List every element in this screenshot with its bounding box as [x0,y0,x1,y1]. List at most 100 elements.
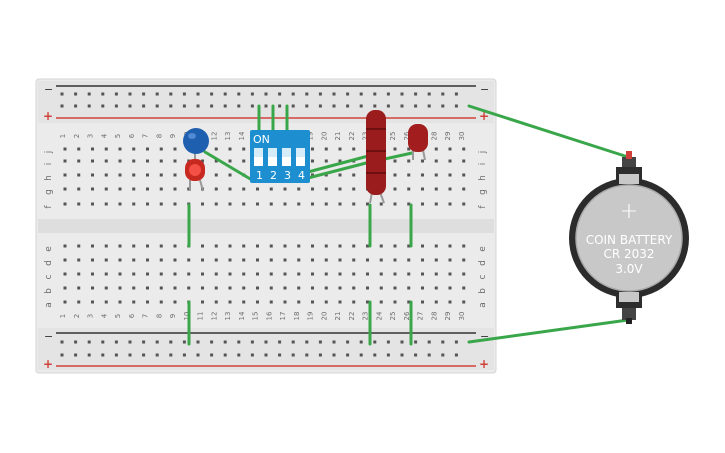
breadboard-hole[interactable] [87,353,91,357]
breadboard-hole[interactable] [77,173,81,177]
breadboard-hole[interactable] [393,173,397,177]
breadboard-hole[interactable] [146,286,149,290]
breadboard-hole[interactable] [63,300,67,304]
breadboard-hole[interactable] [338,187,342,191]
breadboard-hole[interactable] [400,104,404,108]
breadboard-hole[interactable] [454,92,458,96]
breadboard-hole[interactable] [214,258,218,262]
breadboard-hole[interactable] [434,272,438,276]
breadboard-hole[interactable] [352,272,356,276]
wire-rail-to-battery-plus[interactable] [467,104,630,159]
breadboard-hole[interactable] [60,92,64,96]
breadboard-hole[interactable] [173,187,177,191]
breadboard-hole[interactable] [278,353,282,357]
wire-dip-to-resistor-a[interactable] [306,153,374,174]
breadboard-hole[interactable] [332,104,336,108]
breadboard-hole[interactable] [214,286,218,290]
breadboard-hole[interactable] [214,159,218,163]
breadboard-hole[interactable] [324,159,328,163]
breadboard-hole[interactable] [142,353,146,357]
breadboard-hole[interactable] [77,202,81,206]
breadboard-hole[interactable] [228,159,232,163]
breadboard-hole[interactable] [264,353,268,357]
breadboard-hole[interactable] [407,159,411,163]
breadboard-hole[interactable] [305,353,309,357]
breadboard-hole[interactable] [324,202,328,206]
breadboard-hole[interactable] [441,353,445,357]
breadboard-hole[interactable] [434,286,438,290]
breadboard-hole[interactable] [146,272,149,276]
breadboard-hole[interactable] [352,258,356,262]
breadboard-hole[interactable] [250,340,254,344]
breadboard-hole[interactable] [132,258,136,262]
breadboard-hole[interactable] [332,353,336,357]
breadboard-hole[interactable] [201,244,204,248]
breadboard-hole[interactable] [132,147,136,151]
breadboard-hole[interactable] [283,258,287,262]
breadboard-hole[interactable] [421,300,424,304]
wire-rail-to-battery-minus[interactable] [467,318,630,344]
breadboard-hole[interactable] [77,159,81,163]
breadboard-hole[interactable] [118,173,122,177]
breadboard-hole[interactable] [91,272,94,276]
breadboard-hole[interactable] [118,300,122,304]
breadboard-hole[interactable] [173,258,177,262]
breadboard-hole[interactable] [173,173,177,177]
breadboard-hole[interactable] [462,202,466,206]
breadboard-hole[interactable] [114,340,118,344]
breadboard-hole[interactable] [256,202,259,206]
breadboard-hole[interactable] [462,187,466,191]
breadboard-hole[interactable] [173,159,177,163]
breadboard-hole[interactable] [462,244,466,248]
breadboard-hole[interactable] [324,300,328,304]
breadboard-hole[interactable] [63,159,67,163]
breadboard-hole[interactable] [297,202,301,206]
breadboard-hole[interactable] [74,340,78,344]
breadboard-hole[interactable] [228,258,232,262]
breadboard-hole[interactable] [91,173,94,177]
breadboard-hole[interactable] [297,272,301,276]
breadboard-hole[interactable] [324,286,328,290]
breadboard-hole[interactable] [214,147,218,151]
breadboard-hole[interactable] [434,159,438,163]
breadboard-hole[interactable] [159,147,163,151]
breadboard-hole[interactable] [448,173,452,177]
breadboard-hole[interactable] [132,286,136,290]
breadboard-hole[interactable] [146,173,149,177]
breadboard-hole[interactable] [201,202,204,206]
breadboard-hole[interactable] [366,202,369,206]
breadboard-hole[interactable] [132,272,136,276]
breadboard-hole[interactable] [250,353,254,357]
breadboard-hole[interactable] [386,104,390,108]
breadboard-hole[interactable] [242,159,246,163]
breadboard-hole[interactable] [210,92,214,96]
breadboard-hole[interactable] [379,300,383,304]
breadboard-hole[interactable] [118,202,122,206]
breadboard-hole[interactable] [77,286,81,290]
breadboard-hole[interactable] [346,353,350,357]
breadboard-hole[interactable] [187,258,191,262]
breadboard-hole[interactable] [159,202,163,206]
breadboard-hole[interactable] [338,300,342,304]
breadboard-hole[interactable] [407,272,411,276]
breadboard-hole[interactable] [187,286,191,290]
breadboard-hole[interactable] [264,92,268,96]
breadboard-hole[interactable] [74,104,78,108]
breadboard-hole[interactable] [256,272,259,276]
breadboard-hole[interactable] [305,104,309,108]
breadboard-hole[interactable] [462,147,466,151]
breadboard-hole[interactable] [324,272,328,276]
breadboard-hole[interactable] [448,300,452,304]
breadboard-hole[interactable] [448,258,452,262]
breadboard-hole[interactable] [201,272,204,276]
breadboard-hole[interactable] [223,92,227,96]
breadboard-hole[interactable] [264,104,268,108]
breadboard-hole[interactable] [379,202,383,206]
breadboard-hole[interactable] [338,272,342,276]
breadboard-hole[interactable] [338,202,342,206]
breadboard-hole[interactable] [173,272,177,276]
breadboard-hole[interactable] [63,173,67,177]
breadboard-hole[interactable] [201,258,204,262]
breadboard-hole[interactable] [407,147,411,151]
breadboard-hole[interactable] [462,159,466,163]
